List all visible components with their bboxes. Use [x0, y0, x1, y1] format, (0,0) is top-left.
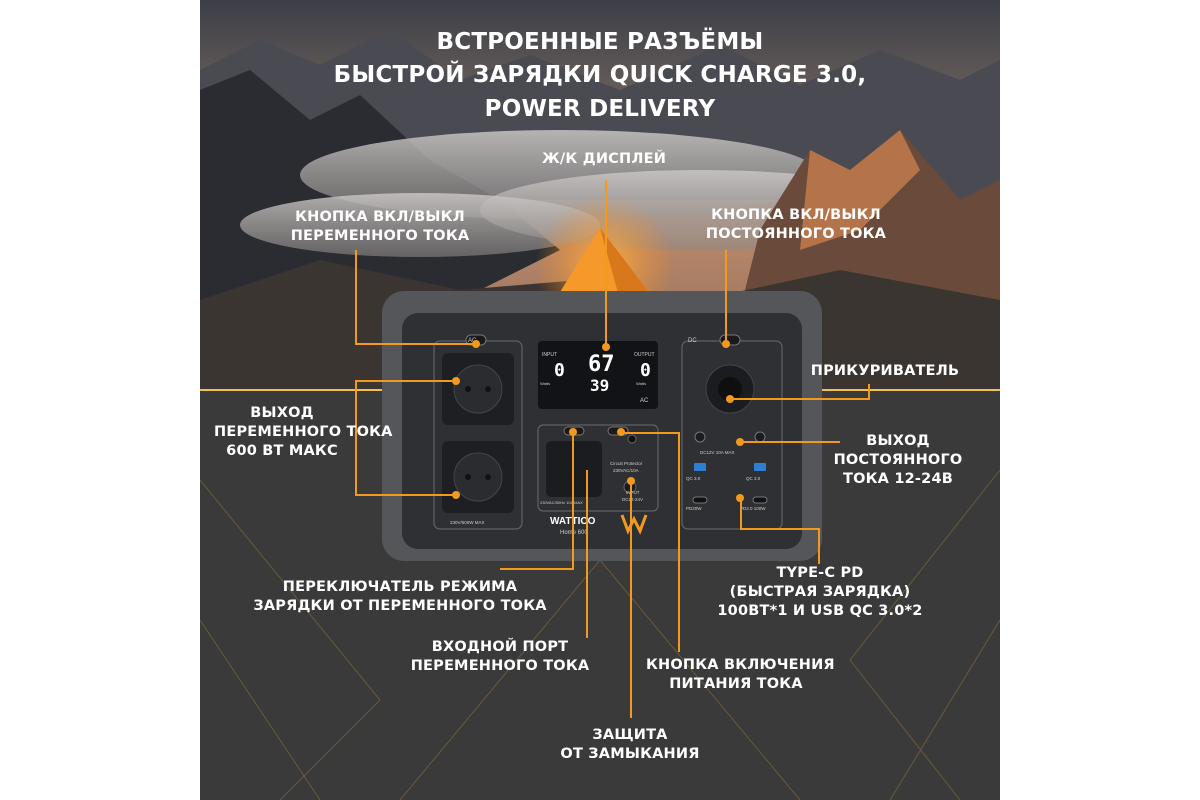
label-ac-in-l1: Входной порт: [431, 639, 569, 655]
typec-connector-down: [818, 528, 820, 564]
lcd-display: [538, 341, 658, 409]
label-dc-out-l1: Выход: [866, 433, 930, 449]
label-ac-input: Входной порт переменного тока: [410, 638, 590, 676]
circuit-protector-label: Circuit Protector: [610, 461, 643, 466]
circuit-protector: [627, 434, 637, 444]
lcd-connector: [605, 180, 607, 346]
label-ac-button-l2: переменного тока: [290, 227, 470, 244]
qc-label-1: QC 3.0: [686, 476, 701, 481]
typec-connector-v: [740, 498, 742, 530]
label-dc-out: Выход постоянного тока 12-24В: [828, 432, 968, 489]
dc-button-connector: [725, 250, 727, 346]
product-poster: Встроенные разъёмы быстрой зарядки Quick…: [200, 0, 1000, 800]
ac-out-connector-top: [355, 380, 455, 382]
lcd-connector-dot: [602, 343, 610, 351]
label-lcd: Ж/К дисплей: [541, 151, 667, 167]
dc-out-dot: [736, 438, 744, 446]
switch-dot: [569, 428, 577, 436]
dc-out-connector: [740, 441, 840, 443]
label-typec-l1: Type-C PD: [776, 565, 864, 581]
label-switch-l1: Переключатель режима: [282, 579, 518, 595]
dc-out-1: [694, 431, 706, 443]
ac-out-dot-top: [452, 377, 460, 385]
label-protection: Защита от замыкания: [540, 726, 720, 764]
label-ac-out-l2: переменного тока: [214, 423, 393, 440]
label-typec-l2: (быстрая зарядка): [729, 583, 911, 600]
pd-label-1: PD20W: [686, 506, 702, 511]
label-car-socket: Прикуриватель: [810, 363, 960, 379]
power-btn-connector-v: [678, 432, 680, 652]
input-section: [537, 424, 659, 512]
label-ac-in-l2: переменного тока: [410, 657, 590, 674]
protect-dot: [627, 477, 635, 485]
headline-line2: быстрой зарядки Quick Charge 3.0,: [333, 62, 867, 89]
headline-line1: Встроенные разъёмы: [436, 29, 764, 55]
circuit-protector-rating: 230VAC/10A: [613, 468, 639, 473]
car-socket-connector-v: [868, 384, 870, 400]
dc-tag: DC: [688, 338, 697, 344]
label-switch-l2: зарядки от переменного тока: [253, 597, 547, 614]
label-ac-out: Выход переменного тока 600 Вт макс: [214, 404, 393, 461]
lcd-ac: AC: [640, 398, 649, 404]
typec-2: [752, 496, 768, 504]
label-dc-out-l3: тока 12-24В: [843, 470, 953, 487]
ac-input-rating: 230VAC/50Hz 10A MAX: [540, 500, 583, 505]
label-ac-button-l1: Кнопка вкл/выкл: [295, 209, 465, 225]
label-power-btn-l1: Кнопка включения: [646, 657, 835, 673]
ac-out-connector-v: [355, 380, 357, 496]
ac-button-connector-h: [355, 343, 475, 345]
ac-input-port: [546, 441, 602, 497]
lcd-time: 39: [590, 376, 610, 395]
switch-connector-v: [572, 432, 574, 570]
typec-dot: [736, 494, 744, 502]
lcd-watts-out: Watts: [636, 381, 647, 386]
input-rating: DC12-24V: [622, 497, 644, 502]
lcd-output-label: OUTPUT: [634, 352, 655, 358]
lcd-watts-in: Watts: [540, 381, 551, 386]
usb-qc-1: [694, 463, 706, 471]
label-ac-button: Кнопка вкл/выкл переменного тока: [280, 208, 480, 246]
lcd-percent: 67: [588, 352, 615, 377]
typec-connector-h: [740, 528, 820, 530]
typec-1: [692, 496, 708, 504]
label-protect-l1: Защита: [592, 727, 668, 743]
car-socket-connector-h: [730, 398, 870, 400]
brand-logo-mark: [620, 514, 648, 535]
label-ac-out-l3: 600 Вт макс: [226, 442, 338, 459]
power-btn-connector-h: [620, 432, 680, 434]
lcd-input-label: INPUT: [542, 352, 557, 358]
protect-connector: [630, 480, 632, 718]
qc-label-2: QC 3.0: [746, 476, 761, 481]
label-dc-button-l2: постоянного тока: [705, 225, 887, 242]
lcd-input-value: 0: [554, 360, 565, 381]
ac-out-dot-bottom: [452, 491, 460, 499]
ac-button-dot: [472, 340, 480, 348]
pd-label-2: PD2.0 100W: [740, 506, 766, 511]
switch-connector-h: [500, 568, 574, 570]
label-dc-out-l2: постоянного: [833, 451, 963, 468]
lcd-output-value: 0: [640, 360, 651, 381]
power-station: [382, 291, 822, 561]
label-power-button: Кнопка включения питания тока: [646, 656, 835, 694]
usb-qc-2: [754, 463, 766, 471]
dc-rating: DC12V 10A MAX: [700, 450, 735, 455]
ac-socket-rating: 230V/600W MAX: [450, 520, 485, 525]
headline-line3: Power Delivery: [484, 95, 716, 122]
label-charge-switch: Переключатель режима зарядки от переменн…: [250, 578, 550, 616]
headline: Встроенные разъёмы быстрой зарядки Quick…: [200, 26, 1000, 126]
car-socket-dot: [726, 395, 734, 403]
label-typec-l3: 100Вт*1 и USB QC 3.0*2: [717, 602, 923, 619]
ac-in-connector: [586, 470, 588, 638]
dc-button-dot: [722, 340, 730, 348]
ac-button-connector-v: [355, 250, 357, 344]
label-power-btn-l2: питания тока: [669, 675, 803, 692]
input-label: INPUT: [626, 490, 640, 495]
label-dc-button-l1: Кнопка вкл/выкл: [711, 207, 881, 223]
ac-out-connector-bottom: [355, 494, 455, 496]
label-dc-button: Кнопка вкл/выкл постоянного тока: [696, 206, 896, 244]
label-protect-l2: от замыкания: [560, 745, 700, 762]
label-ac-out-l1: Выход: [250, 405, 314, 421]
label-typec: Type-C PD (быстрая зарядка) 100Вт*1 и US…: [700, 564, 940, 621]
